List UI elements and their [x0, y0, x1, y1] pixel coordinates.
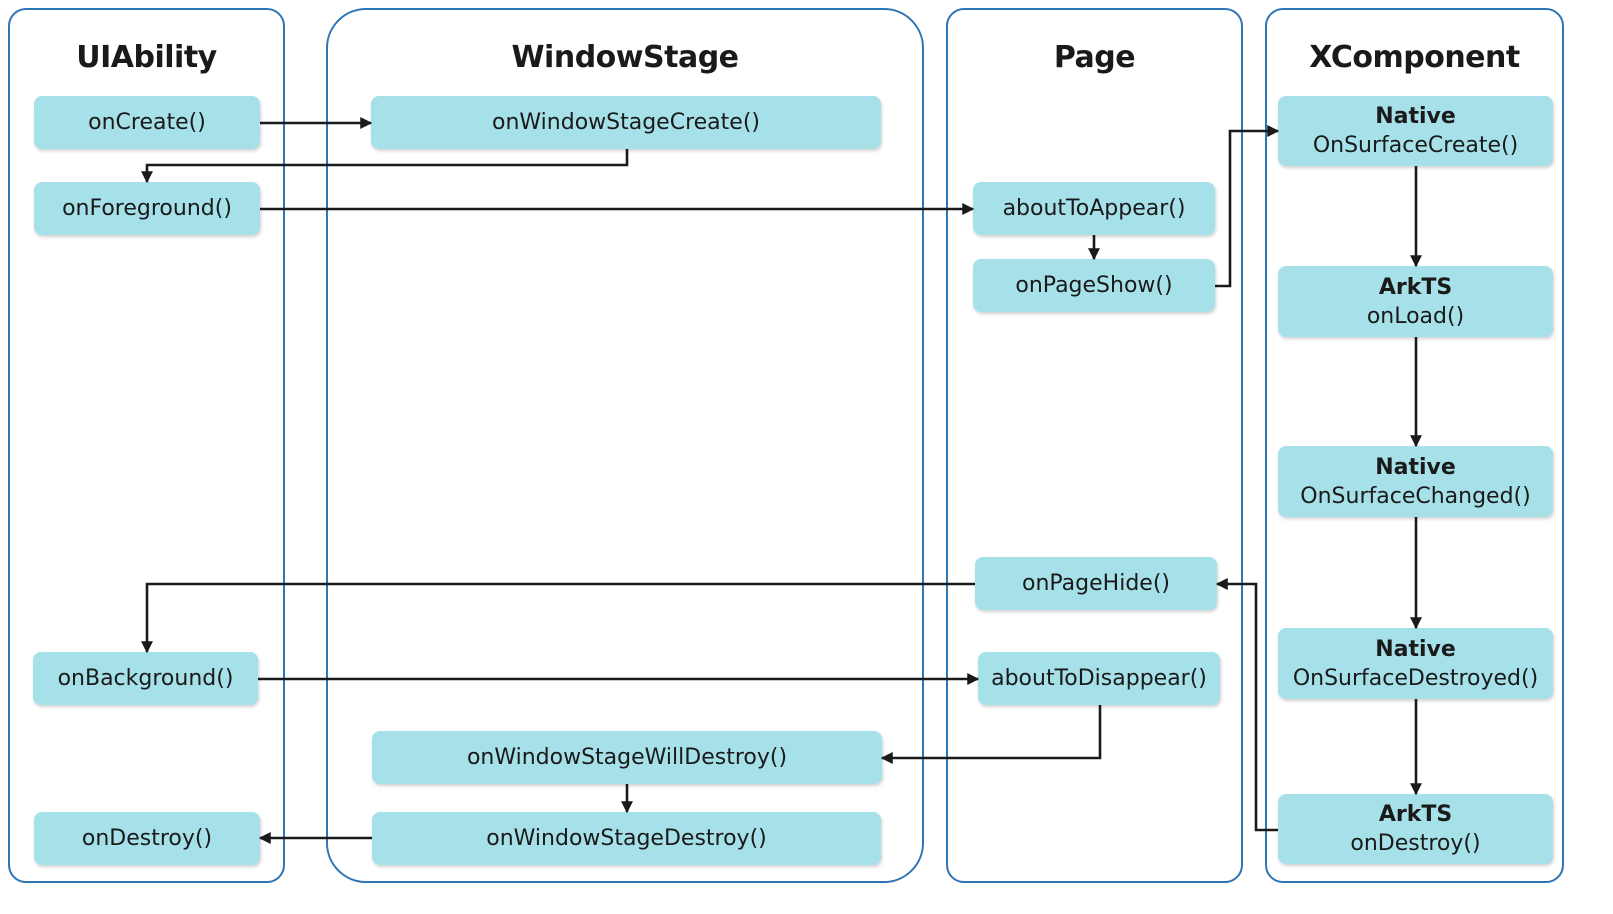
node-uiability-ondestroy[interactable]: onDestroy() — [34, 812, 260, 865]
node-kind: ArkTS — [1378, 274, 1453, 300]
lane-title-uiability: UIAbility — [76, 40, 217, 75]
node-windowstage-will-destroy[interactable]: onWindowStageWillDestroy() — [372, 731, 882, 784]
node-label: aboutToDisappear() — [991, 666, 1207, 691]
node-label: onDestroy() — [1350, 831, 1481, 856]
node-page-on-page-show[interactable]: onPageShow() — [973, 259, 1215, 312]
node-label: onCreate() — [88, 110, 206, 135]
node-xcomponent-on-destroy[interactable]: ArkTS onDestroy() — [1278, 794, 1553, 864]
lane-title-windowstage: WindowStage — [511, 40, 739, 75]
node-label: onWindowStageDestroy() — [486, 826, 767, 851]
node-label: onForeground() — [62, 196, 232, 221]
node-xcomponent-on-load[interactable]: ArkTS onLoad() — [1278, 266, 1553, 337]
node-label: onBackground() — [57, 666, 234, 691]
node-label: onPageHide() — [1022, 571, 1170, 596]
node-label: onDestroy() — [81, 826, 213, 851]
node-uiability-oncreate[interactable]: onCreate() — [34, 96, 260, 149]
node-page-on-page-hide[interactable]: onPageHide() — [975, 557, 1217, 610]
node-page-about-to-appear[interactable]: aboutToAppear() — [973, 182, 1215, 235]
node-label: OnSurfaceCreate() — [1312, 133, 1519, 158]
node-label: aboutToAppear() — [1002, 196, 1186, 221]
node-uiability-onforeground[interactable]: onForeground() — [34, 182, 260, 235]
node-page-about-to-disappear[interactable]: aboutToDisappear() — [978, 652, 1220, 705]
node-windowstage-destroy[interactable]: onWindowStageDestroy() — [372, 812, 881, 865]
node-xcomponent-surface-destroyed[interactable]: Native OnSurfaceDestroyed() — [1278, 628, 1553, 699]
node-label: onLoad() — [1366, 303, 1465, 329]
node-label: OnSurfaceChanged() — [1300, 483, 1531, 509]
node-kind: Native — [1375, 104, 1456, 129]
node-xcomponent-surface-changed[interactable]: Native OnSurfaceChanged() — [1278, 446, 1553, 517]
lane-title-xcomponent: XComponent — [1309, 40, 1520, 75]
node-label: onPageShow() — [1015, 273, 1173, 298]
lane-title-page: Page — [1053, 40, 1136, 75]
lane-page: Page — [946, 8, 1243, 883]
node-kind: Native — [1375, 636, 1456, 662]
node-label: OnSurfaceDestroyed() — [1292, 665, 1539, 691]
node-kind: Native — [1375, 454, 1456, 480]
node-label: onWindowStageCreate() — [492, 110, 760, 135]
node-xcomponent-surface-create[interactable]: Native OnSurfaceCreate() — [1278, 96, 1553, 166]
node-label: onWindowStageWillDestroy() — [466, 745, 788, 770]
node-windowstage-create[interactable]: onWindowStageCreate() — [371, 96, 881, 149]
node-kind: ArkTS — [1378, 802, 1453, 827]
node-uiability-onbackground[interactable]: onBackground() — [33, 652, 258, 705]
